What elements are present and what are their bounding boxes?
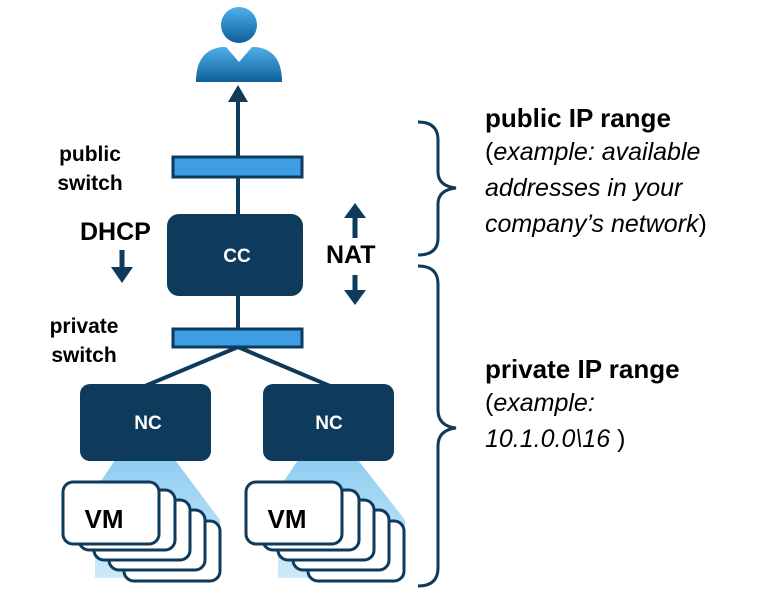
nat-label: NAT [326, 241, 376, 269]
private-range-title: private IP range [485, 354, 680, 384]
uplink-arrow [228, 85, 248, 214]
nc-right-node: NC [263, 384, 394, 461]
public-range-close-paren: ) [698, 210, 707, 238]
private-range-close-paren: ) [617, 425, 626, 453]
vm-right-label: VM [268, 504, 307, 534]
vm-stack-right: VM [244, 480, 406, 583]
nat-down-arrow-icon [344, 275, 366, 305]
private-range-brace [417, 264, 457, 588]
dhcp-down-arrow-icon [111, 250, 133, 283]
private-switch-label: private switch [36, 312, 132, 370]
public-switch [171, 155, 304, 179]
public-range-line1: example: available [493, 138, 701, 166]
public-range-line2: addresses in your [485, 174, 683, 202]
private-range-open-paren: ( [485, 389, 494, 417]
public-switch-label-line1: public [59, 143, 121, 166]
dhcp-label: DHCP [80, 218, 151, 246]
cc-node: CC [167, 214, 303, 296]
nat-up-arrow-icon [344, 203, 366, 238]
private-switch-label-line2: switch [51, 344, 117, 367]
public-range-brace [417, 120, 457, 257]
public-range-title: public IP range [485, 103, 671, 133]
nc-right-label: NC [315, 413, 343, 434]
public-switch-label: public switch [45, 140, 135, 198]
public-switch-label-line2: switch [57, 172, 123, 195]
private-switch-label-line1: private [49, 315, 119, 338]
public-range-line3: company’s network [485, 210, 699, 238]
public-range-desc: (example: available addresses in your co… [485, 134, 757, 242]
private-range-line1: example: [493, 389, 595, 417]
user-icon [196, 7, 282, 82]
vm-left-label: VM [85, 504, 124, 534]
public-range-block: public IP range (example: available addr… [485, 103, 757, 242]
nc-left-node: NC [80, 384, 211, 461]
switch-to-nc-lines [144, 345, 331, 388]
private-range-block: private IP range (example: 10.1.0.0\16 ) [485, 354, 757, 457]
nc-left-label: NC [134, 413, 162, 434]
cc-label: CC [223, 246, 251, 267]
private-range-desc: (example: 10.1.0.0\16 ) [485, 385, 757, 457]
private-range-line2: 10.1.0.0\16 [485, 425, 618, 453]
private-switch [171, 327, 304, 349]
public-range-open-paren: ( [485, 138, 494, 166]
vm-stack-left: VM [61, 480, 222, 583]
